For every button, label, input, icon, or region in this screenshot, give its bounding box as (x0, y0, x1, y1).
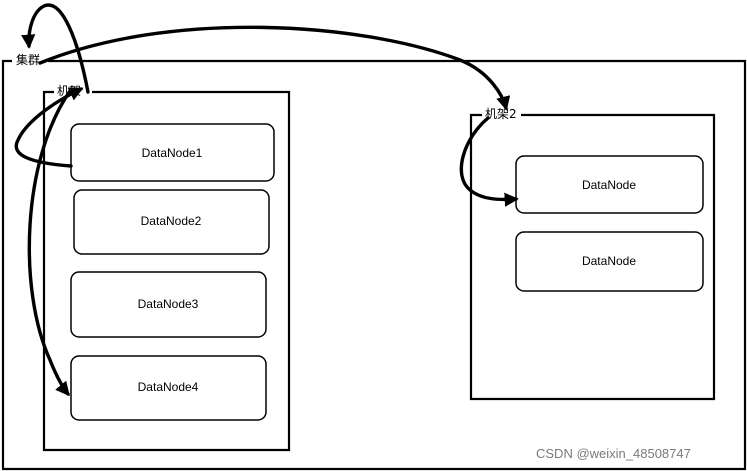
datanode-2-label: DataNode2 (141, 214, 202, 228)
rack-2-label: 机架2 (485, 107, 517, 121)
arrow-rack2-to-datanode (459, 116, 519, 207)
datanode-rack2-b-label: DataNode (582, 254, 636, 268)
arrow-rack1-to-datanode4 (27, 89, 72, 397)
datanode-2: DataNode2 (73, 189, 270, 255)
datanode-1: DataNode1 (70, 123, 275, 182)
rack-2: 机架2 DataNode DataNode (469, 107, 716, 401)
cluster-label: 集群 (16, 52, 40, 67)
datanode-3-label: DataNode3 (138, 297, 199, 311)
replication-arrows (14, 3, 519, 397)
datanode-4: DataNode4 (70, 355, 267, 421)
arrow-rack-to-cluster (21, 3, 90, 94)
cluster-container: 集群 (1, 52, 747, 471)
datanode-3: DataNode3 (70, 271, 267, 338)
datanode-rack2-a-label: DataNode (582, 178, 636, 192)
datanode-4-label: DataNode4 (138, 380, 199, 394)
watermark-text: CSDN @weixin_48508747 (536, 446, 691, 461)
datanode-rack2-b: DataNode (515, 231, 704, 292)
datanode-1-label: DataNode1 (142, 146, 203, 160)
rack-1: 机架 DataNode1 DataNode2 DataNode3 DataNod… (42, 84, 291, 452)
arrow-cluster-to-rack2 (38, 25, 511, 111)
datanode-rack2-a: DataNode (515, 155, 704, 214)
